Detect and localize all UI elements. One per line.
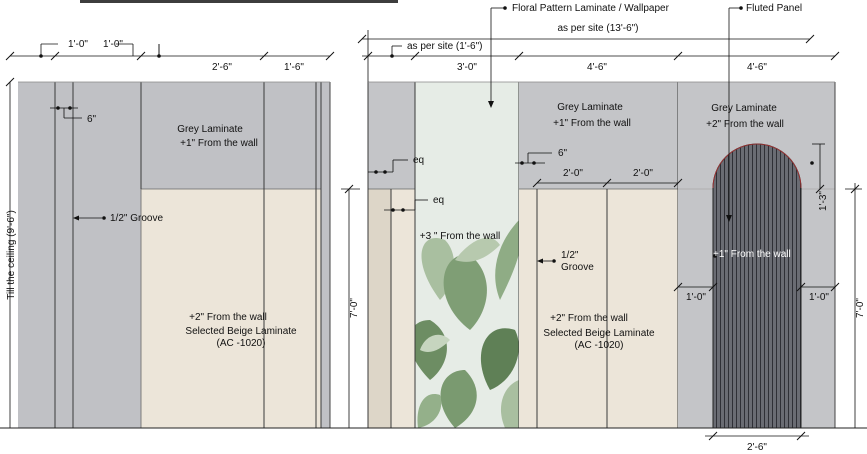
left-7ft-dim: 7'-0" bbox=[349, 298, 360, 318]
floral-callout: Floral Pattern Laminate / Wallpaper bbox=[512, 3, 670, 14]
mid-beige-code: (AC -1020) bbox=[575, 340, 624, 351]
eq-2: eq bbox=[433, 195, 444, 206]
left-beige-name: Selected Beige Laminate bbox=[185, 326, 297, 337]
panel-dim-1: 2'-0" bbox=[563, 168, 583, 179]
mid-beige-panel bbox=[519, 189, 678, 428]
mid-beige-name: Selected Beige Laminate bbox=[543, 328, 655, 339]
right-groove-label-2: Groove bbox=[561, 262, 594, 273]
right-groove-label-1: 1/2" bbox=[561, 250, 579, 261]
mid-grey-label: Grey Laminate bbox=[557, 102, 623, 113]
bottom-dim: 2'-6" bbox=[747, 442, 767, 453]
mid-beige-offset: +2" From the wall bbox=[550, 313, 628, 324]
left-height-label: Till the ceiling (9'-6") bbox=[6, 210, 17, 300]
right-elevation: as per site (13'-6") as per site (1'-6")… bbox=[0, 3, 867, 453]
panel-dim-2: 2'-0" bbox=[633, 168, 653, 179]
left-dim-3: 2'-6" bbox=[212, 62, 232, 73]
left-beige-code: (AC -1020) bbox=[217, 338, 266, 349]
left-dim-2: 1'-0" bbox=[103, 39, 123, 50]
left-grey-label: Grey Laminate bbox=[177, 124, 243, 135]
right-groove-spacing: 6" bbox=[558, 148, 568, 159]
right-dim-1: 3'-0" bbox=[457, 62, 477, 73]
mid-grey-offset: +1" From the wall bbox=[553, 118, 631, 129]
fluted-arch-panel bbox=[713, 144, 801, 428]
sub-dim: as per site (1'-6") bbox=[407, 41, 482, 52]
right-7ft-dim: 7'-0" bbox=[855, 298, 866, 318]
eq-1: eq bbox=[413, 155, 424, 166]
left-groove-spacing: 6" bbox=[87, 114, 97, 125]
left-dim-1: 1'-0" bbox=[68, 39, 88, 50]
floral-offset: +3 " From the wall bbox=[420, 231, 501, 242]
side-dim-left: 1'-0" bbox=[686, 292, 706, 303]
right-grey-label: Grey Laminate bbox=[711, 103, 777, 114]
left-elevation: 1'-0" 1'-0" 2'-6" 1'-6" Till the ceiling… bbox=[5, 39, 360, 428]
left-beige-offset: +2" From the wall bbox=[189, 312, 267, 323]
fluted-callout: Fluted Panel bbox=[746, 3, 802, 14]
overall-dim: as per site (13'-6") bbox=[557, 23, 638, 34]
left-grey-offset: +1" From the wall bbox=[180, 138, 258, 149]
right-grey-offset: +2" From the wall bbox=[706, 119, 784, 130]
left-dim-4: 1'-6" bbox=[284, 62, 304, 73]
left-beige-panel bbox=[141, 189, 321, 428]
left-groove-label: 1/2" Groove bbox=[110, 213, 163, 224]
right-dim-2: 4'-6" bbox=[587, 62, 607, 73]
side-dim-right: 1'-0" bbox=[809, 292, 829, 303]
arch-height: 1'-3" bbox=[818, 191, 829, 211]
right-dim-3: 4'-6" bbox=[747, 62, 767, 73]
floral-leaves bbox=[415, 220, 519, 428]
fluted-offset: +1" From the wall bbox=[713, 249, 791, 260]
header-strip bbox=[80, 0, 398, 3]
